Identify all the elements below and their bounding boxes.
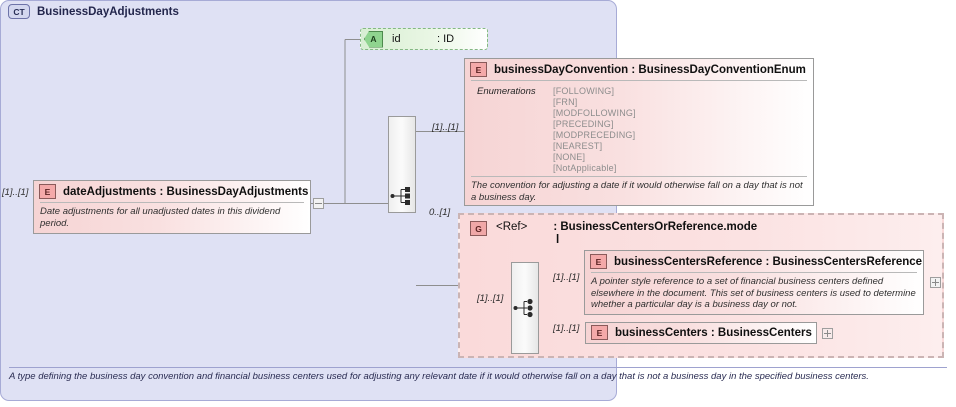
cardinality-business-day-convention: [1]..[1] [432,122,459,133]
group-ref-label: <Ref> [496,221,528,233]
cardinality-group: 0..[1] [429,207,451,218]
enumeration-value: [MODFOLLOWING] [553,108,636,118]
enumeration-value: [PRECEDING] [553,119,614,129]
enumeration-value: [NotApplicable] [553,163,617,173]
root-cardinality: [1]..[1] [2,187,29,198]
node-header: E businessCentersReference : BusinessCen… [585,251,923,272]
complex-type-name: BusinessDayAdjustments [37,5,179,18]
node-documentation: Date adjustments for all unadjusted date… [40,202,304,233]
enumeration-value: [NONE] [553,152,586,162]
node-business-day-convention[interactable]: E businessDayConvention : BusinessDayCon… [464,58,814,206]
enumerations-list: [FOLLOWING] [FRN] [MODFOLLOWING] [PRECED… [553,86,636,174]
node-header: E businessCenters : BusinessCenters [586,323,816,342]
group-header[interactable]: G <Ref> : BusinessCentersOrReference.mode… [470,221,757,247]
node-title: businessCentersReference : BusinessCente… [614,255,923,268]
enumeration-value: [NEAREST] [553,141,603,151]
complex-type-documentation: A type defining the business day convent… [9,367,947,383]
node-header: E dateAdjustments : BusinessDayAdjustmen… [34,181,310,202]
enumerations-label: Enumerations [477,86,536,97]
node-documentation: A pointer style reference to a set of fi… [591,272,917,315]
cardinality-business-centers: [1]..[1] [553,323,580,334]
group-icon: G [470,221,487,236]
expand-toggle-business-centers-reference[interactable] [930,277,941,288]
plus-icon-v [935,279,936,286]
element-icon: E [470,62,487,77]
plus-icon-v [827,330,828,337]
node-title: businessCenters : BusinessCenters [615,326,812,339]
element-icon: E [591,325,608,340]
enumerations-section: Enumerations [FOLLOWING] [FRN] [MODFOLLO… [471,80,807,176]
collapse-toggle-date-adjustments[interactable] [313,198,324,209]
cardinality-choice-inner: [1]..[1] [477,293,504,304]
group-ref-and-type: <Ref> : BusinessCentersOrReference.mode l [496,221,757,247]
group-type-line2: l [556,234,560,246]
enumeration-value: [MODPRECEDING] [553,130,636,140]
attribute-icon: A [364,30,383,48]
node-date-adjustments[interactable]: E dateAdjustments : BusinessDayAdjustmen… [33,180,311,234]
attribute-type: : ID [437,33,455,45]
complex-type-title: CT BusinessDayAdjustments [8,4,179,19]
attribute-name: id [392,33,401,45]
node-business-centers[interactable]: E businessCenters : BusinessCenters [585,322,817,344]
sequence-compositor-outer[interactable] [388,116,416,213]
expand-toggle-business-centers[interactable] [822,328,833,339]
node-header: E businessDayConvention : BusinessDayCon… [465,59,813,80]
node-business-centers-reference[interactable]: E businessCentersReference : BusinessCen… [584,250,924,315]
element-icon: E [590,254,607,269]
node-title: businessDayConvention : BusinessDayConve… [494,63,806,76]
enumeration-value: [FOLLOWING] [553,86,615,96]
attribute-id[interactable]: A id : ID [360,28,488,50]
enumeration-value: [FRN] [553,97,578,107]
minus-icon [315,203,322,204]
node-title: dateAdjustments : BusinessDayAdjustments [63,185,309,198]
sequence-icon [390,187,410,205]
choice-icon [513,298,533,318]
choice-compositor-inner[interactable] [511,262,539,354]
cardinality-business-centers-reference: [1]..[1] [553,272,580,283]
element-icon: E [39,184,56,199]
node-documentation: The convention for adjusting a date if i… [471,176,807,207]
complex-type-icon: CT [8,4,30,19]
group-type-line1: : BusinessCentersOrReference.mode [553,221,758,233]
